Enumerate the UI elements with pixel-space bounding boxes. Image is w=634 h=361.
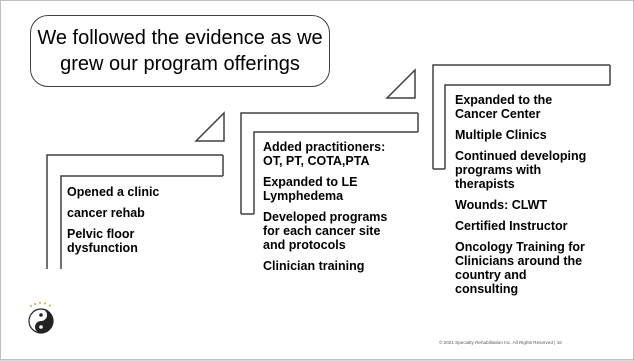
step-2-inner-bracket [253, 131, 418, 214]
headline-callout: We followed the evidence as we grew our … [30, 15, 330, 87]
step-2-item: Expanded to LE Lymphedema [263, 175, 358, 203]
step-3-list: Expanded to the Cancer Center Multiple C… [455, 93, 586, 303]
step-2-item: Clinician training [263, 259, 365, 273]
step-3-item: Certified Instructor [455, 219, 568, 233]
headline-line-1: We followed the evidence as we [37, 27, 323, 49]
step-3-item: Expanded to the Cancer Center [455, 93, 553, 121]
step-1-item: Opened a clinic [67, 185, 160, 199]
step-1-arrow-triangle [194, 111, 225, 142]
step-2-item: Added practitioners: OT, PT, COTA,PTA [263, 140, 386, 168]
step-2-arrow-triangle [385, 68, 416, 99]
step-2-list: Added practitioners: OT, PT, COTA,PTA Ex… [263, 140, 387, 280]
footer-copyright: © 2021 Specialty Rehabilitation Inc. All… [439, 340, 562, 345]
step-1-item: Pelvic floor dysfunction [67, 227, 138, 255]
step-1-bracket [46, 154, 223, 269]
step-3-inner-bracket [444, 84, 610, 169]
headline-line-2: grew our program offerings [60, 53, 300, 75]
step-3-item: Multiple Clinics [455, 128, 547, 142]
yin-yang-logo-icon [28, 302, 54, 334]
step-2-item: Developed programs for each cancer site … [263, 210, 388, 252]
headline-text: We followed the evidence as we grew our … [37, 25, 322, 77]
step-3-item: Continued developing programs with thera… [455, 149, 587, 191]
step-3-bracket [432, 64, 610, 169]
step-1-item: cancer rehab [67, 206, 145, 220]
step-1-inner-bracket [60, 175, 223, 269]
step-2-bracket [240, 112, 418, 214]
step-3-item: Wounds: CLWT [455, 198, 548, 212]
step-3-item: Oncology Training for Clinicians around … [455, 240, 585, 296]
step-1-list: Opened a clinic cancer rehab Pelvic floo… [67, 185, 159, 262]
